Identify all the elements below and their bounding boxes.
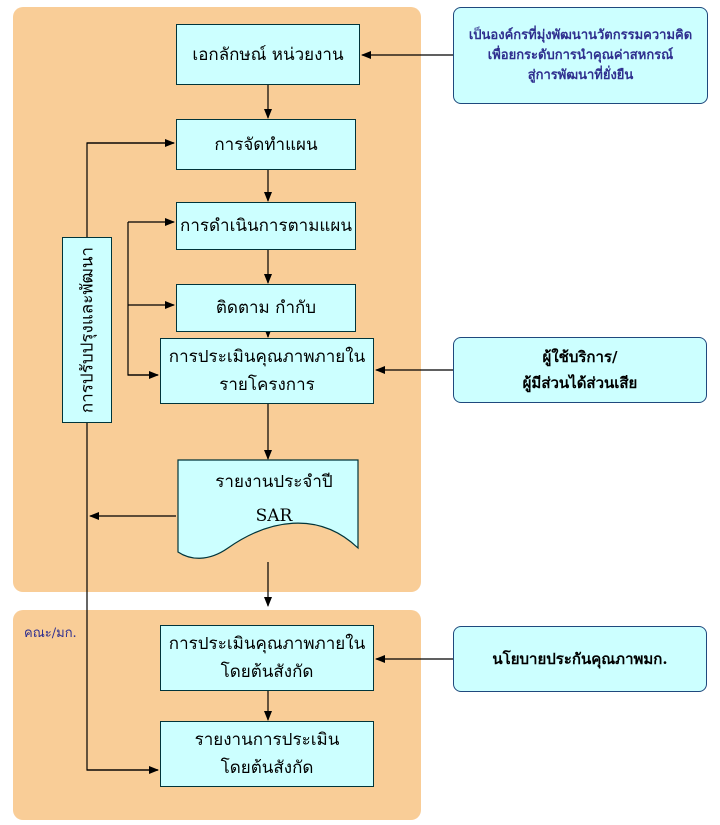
identity-box: เอกลักษณ์ หน่วยงาน: [176, 24, 360, 85]
parent-report-box: รายงานการประเมิน โดยต้นสังกัด: [160, 721, 374, 787]
plan-box: การจัดทำแผน: [176, 119, 356, 170]
quality-policy-box: นโยบายประกันคุณภาพมก.: [453, 626, 707, 692]
organization-goal-box: เป็นองค์กรที่มุ่งพัฒนานวัตกรรมความคิด เพ…: [453, 7, 708, 104]
annual-report-shape: [177, 459, 359, 559]
monitor-box: ติดตาม กำกับ: [176, 284, 356, 332]
stakeholders-box: ผู้ใช้บริการ/ ผู้มีส่วนได้ส่วนเสีย: [453, 337, 707, 403]
execute-box: การดำเนินการตามแผน: [176, 202, 356, 250]
parent-eval-box: การประเมินคุณภาพภายใน โดยต้นสังกัด: [160, 625, 374, 691]
improvement-box: การปรับปรุงและพัฒนา: [62, 237, 112, 423]
faculty-label: คณะ/มก.: [24, 626, 77, 641]
annual-report-title: รายงานประจำปี: [215, 472, 333, 492]
internal-eval-box: การประเมินคุณภาพภายใน รายโครงการ: [160, 338, 374, 404]
annual-report-sar: SAR: [255, 506, 293, 526]
